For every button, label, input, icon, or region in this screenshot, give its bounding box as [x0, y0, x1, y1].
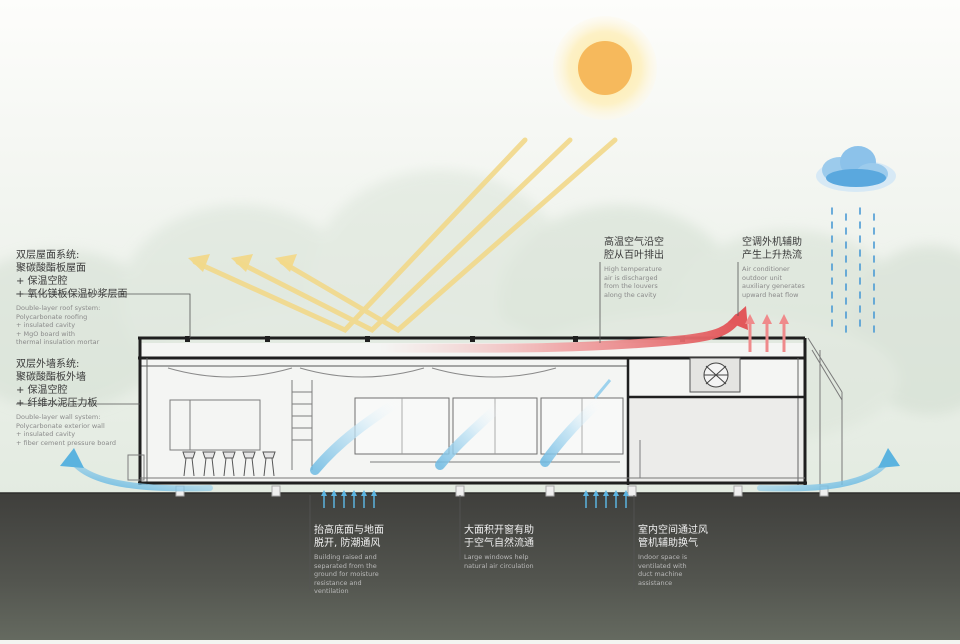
roof-cn-2: 聚碳酸酯板屋面: [16, 263, 86, 274]
windows-label: 大面积开窗有助 于空气自然流通 Large windows help natur…: [464, 524, 534, 570]
sun-icon: [553, 16, 657, 120]
windows-en-2: natural air circulation: [464, 561, 534, 570]
roof-en-2: Polycarbonate roofing: [16, 312, 88, 321]
chair: [262, 451, 276, 477]
hot-air-label: 高温空气沿空 腔从百叶排出 High temperature air is di…: [604, 236, 664, 299]
updraft-arrowhead: [603, 490, 609, 496]
ac-fan-icon: [689, 357, 741, 393]
windows-cn-2: 于空气自然流通: [464, 538, 534, 549]
hot-air-cn-1: 高温空气沿空: [604, 237, 664, 248]
wall-cn-1: 双层外墙系统:: [16, 359, 80, 370]
chair: [242, 451, 256, 477]
ray-arrowheads: [188, 254, 297, 272]
indoor-cn-2: 管机辅助换气: [638, 538, 698, 549]
interior-breeze: [310, 379, 612, 475]
roof-cn-4: + 氧化镁板保温砂浆层面: [16, 289, 128, 300]
wall-cn-2: 聚碳酸酯板外墙: [16, 372, 86, 383]
ground: [0, 493, 960, 640]
indoor-en-1: Indoor space is: [638, 553, 688, 561]
ground-en-1: Building raised and: [314, 553, 377, 561]
hot-air-cn-2: 腔从百叶排出: [604, 250, 664, 261]
windows-cn-1: 大面积开窗有助: [464, 525, 534, 536]
ground-ventilation-arrows: [321, 490, 629, 508]
indoor-en-4: assistance: [638, 578, 673, 587]
hot-air-en-1: High temperature: [604, 265, 662, 273]
updraft-arrowhead: [331, 490, 337, 496]
ground-cn-2: 脱开, 防潮通风: [314, 538, 381, 549]
chair-icon: [182, 451, 276, 477]
updraft-arrowhead: [623, 490, 629, 496]
leader-lines: [16, 262, 739, 590]
rain-icon: [831, 207, 875, 333]
wall-cn-4: + 纤维水泥压力板: [16, 398, 98, 409]
indoor-en-3: duct machine: [638, 570, 683, 578]
roof-cn-1: 双层屋面系统:: [16, 250, 80, 261]
indoor-en-2: ventilated with: [638, 561, 687, 570]
ground-en-5: ventilation: [314, 587, 349, 595]
hot-air-en-2: air is discharged: [604, 273, 658, 282]
chair: [182, 451, 196, 477]
updraft-arrowhead: [351, 490, 357, 496]
roof-cn-3: + 保温空腔: [16, 276, 68, 287]
wall-en-4: + fiber cement pressure board: [16, 438, 117, 447]
ac-cn-1: 空调外机辅助: [742, 237, 802, 248]
ac-unit-label: 空调外机辅助 产生上升热流 Air conditioner outdoor un…: [742, 236, 805, 299]
wall-en-1: Double-layer wall system:: [16, 413, 101, 421]
wall-en-2: Polycarbonate exterior wall: [16, 421, 105, 430]
ac-en-1: Air conditioner: [742, 265, 790, 273]
hot-air-en-3: from the louvers: [604, 282, 658, 290]
roof-en-3: + insulated cavity: [16, 321, 76, 329]
chair: [202, 451, 216, 477]
updraft-arrowhead: [583, 490, 589, 496]
ac-cn-2: 产生上升热流: [742, 250, 802, 261]
ac-en-3: auxiliary generates: [742, 282, 805, 290]
building-section: [127, 336, 843, 497]
roof-system-label: 双层屋面系统: 聚碳酸酯板屋面 + 保温空腔 + 氧化镁板保温砂浆层面 Doub…: [16, 249, 128, 347]
sun-rays: [192, 137, 618, 334]
cloud-icon: [816, 146, 896, 192]
wall-cn-3: + 保温空腔: [16, 385, 68, 396]
roof-en-5: thermal insulation mortar: [16, 338, 100, 346]
ground-airflow: [60, 448, 900, 492]
hot-air-en-4: along the cavity: [604, 290, 657, 299]
ac-en-4: upward heat flow: [742, 290, 799, 299]
ground-en-4: resistance and: [314, 578, 362, 587]
chair: [222, 451, 236, 477]
updraft-arrowhead: [341, 490, 347, 496]
hot-airflow: [375, 306, 789, 353]
updraft-arrowhead: [321, 490, 327, 496]
indoor-cn-1: 室内空间通过风: [638, 525, 708, 536]
ground-en-3: ground for moisture: [314, 570, 379, 578]
updraft-arrowhead: [371, 490, 377, 496]
updraft-arrowhead: [593, 490, 599, 496]
ac-en-2: outdoor unit: [742, 273, 783, 282]
roof-en-1: Double-layer roof system:: [16, 304, 101, 312]
updraft-arrowhead: [361, 490, 367, 496]
roof-en-4: + MgO board with: [16, 329, 76, 338]
windows-en-1: Large windows help: [464, 553, 529, 561]
indoor-air-label: 室内空间通过风 管机辅助换气 Indoor space is ventilate…: [638, 524, 708, 587]
ground-label: 抬高底面与地面 脱开, 防潮通风 Building raised and sep…: [314, 524, 384, 596]
ground-en-2: separated from the: [314, 561, 377, 570]
ground-cn-1: 抬高底面与地面: [314, 525, 384, 536]
wall-system-label: 双层外墙系统: 聚碳酸酯板外墙 + 保温空腔 + 纤维水泥压力板 Double-…: [16, 358, 116, 447]
wall-en-3: + insulated cavity: [16, 430, 76, 438]
updraft-arrowhead: [613, 490, 619, 496]
